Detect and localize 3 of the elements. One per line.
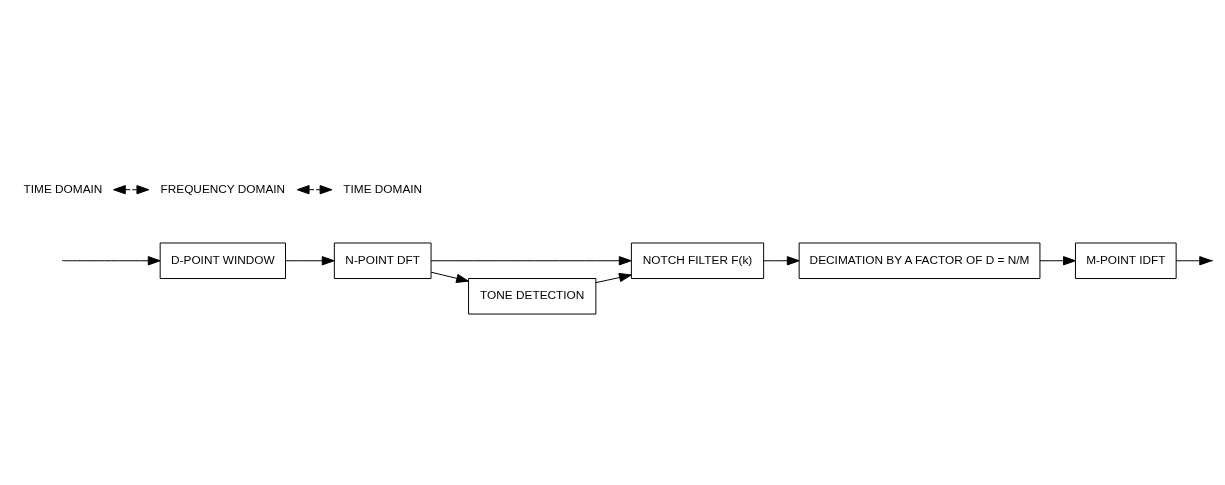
label: FREQUENCY DOMAIN — [160, 181, 286, 196]
label: TIME DOMAIN — [343, 181, 423, 196]
label: TIME DOMAIN — [23, 181, 103, 196]
